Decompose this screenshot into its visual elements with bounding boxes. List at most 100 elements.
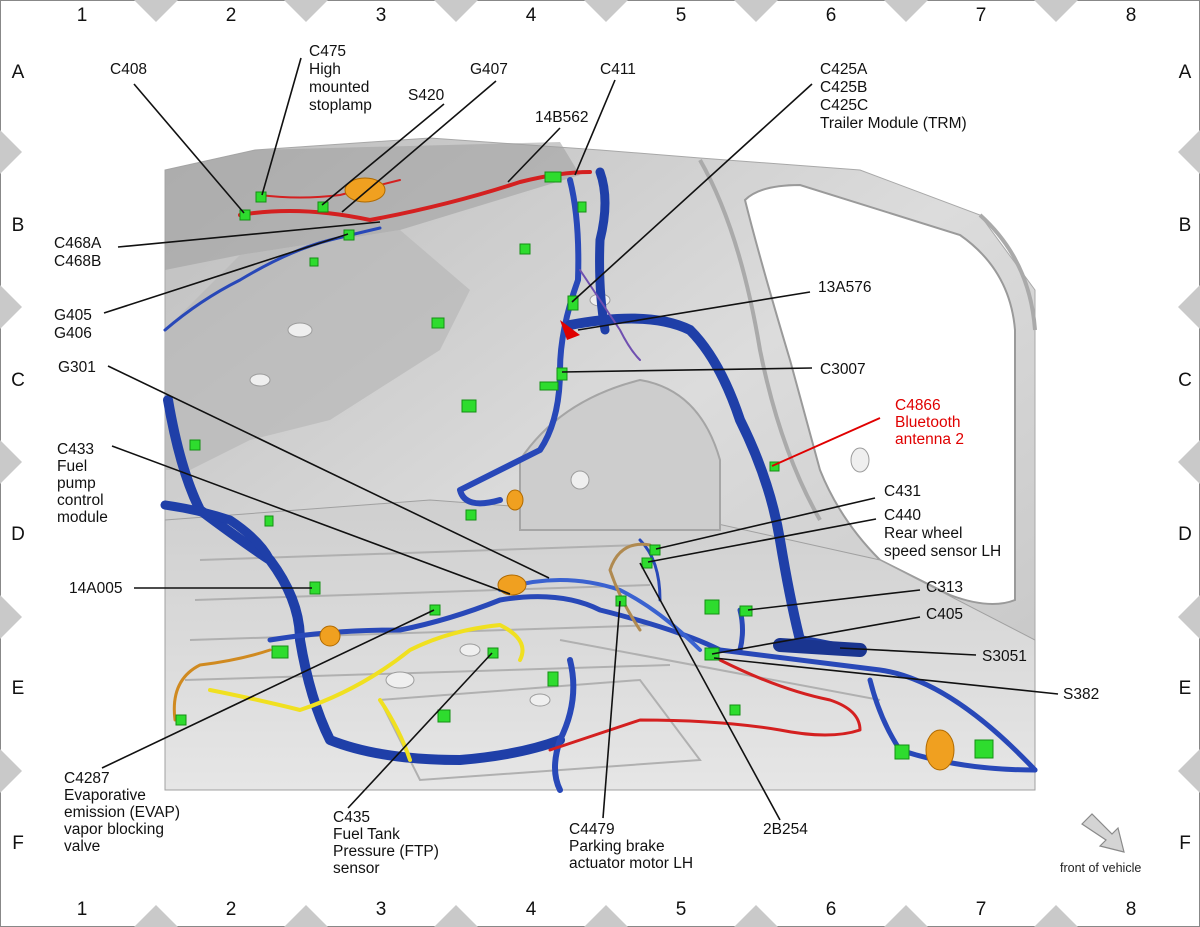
label-c4287-code: C4287 xyxy=(64,770,110,787)
label-14b562: 14B562 xyxy=(535,109,588,126)
label-c4479-line2: Parking brake xyxy=(569,838,665,855)
leader-s382 xyxy=(713,657,1059,695)
row-label-left-D: D xyxy=(11,524,25,545)
grid-marker-top-2 xyxy=(434,0,478,22)
leader-lines xyxy=(101,57,1059,821)
harness-purple xyxy=(579,269,641,361)
label-c475-line4: stoplamp xyxy=(309,97,372,114)
label-c4866-code: C4866 xyxy=(895,397,941,414)
label-13a576: 13A576 xyxy=(818,279,871,296)
harness-red-floor xyxy=(548,658,862,752)
leader-c408 xyxy=(133,83,245,214)
harness-14a005-branch xyxy=(160,500,275,565)
harness-evap xyxy=(208,623,525,712)
row-label-left-C: C xyxy=(11,370,25,391)
label-2b254: 2B254 xyxy=(763,821,808,838)
harness-2b254 xyxy=(608,542,652,632)
col-label-top-8: 8 xyxy=(1126,5,1137,26)
label-c475-line3: mounted xyxy=(309,79,369,96)
label-c433-code: C433 xyxy=(57,441,94,458)
grid-marker-left-1 xyxy=(0,285,22,329)
label-c425a: C425A xyxy=(820,61,868,78)
label-c433-line2: Fuel xyxy=(57,458,87,475)
label-c4287-line4: vapor blocking xyxy=(64,821,164,838)
leader-c435 xyxy=(347,652,493,809)
ground-g301 xyxy=(506,489,524,511)
connector-c411 xyxy=(544,171,562,183)
connector-mid-upper xyxy=(519,243,531,255)
grid-marker-top-0 xyxy=(134,0,178,22)
label-c3007: C3007 xyxy=(820,361,866,378)
leader-c468 xyxy=(117,221,381,248)
leader-c4866 xyxy=(771,417,881,467)
harness-13a576 xyxy=(565,313,855,655)
row-label-left-F: F xyxy=(12,833,24,854)
label-c433-line3: pump xyxy=(57,475,96,492)
label-s3051: S3051 xyxy=(982,648,1027,665)
harness-evap-branch xyxy=(378,698,412,762)
row-label-left-A: A xyxy=(12,62,25,83)
col-label-bottom-5: 5 xyxy=(676,899,687,920)
connector-orange-end xyxy=(175,714,187,726)
label-c440-line2: Rear wheel xyxy=(884,525,962,542)
label-c4479-line3: actuator motor LH xyxy=(569,855,693,872)
grid-marker-top-6 xyxy=(1034,0,1078,22)
col-label-top-7: 7 xyxy=(976,5,987,26)
callout-labels: C408 C475 High mounted stoplamp S420 G40… xyxy=(54,43,1099,877)
connector-c313-b xyxy=(704,599,720,615)
leader-c4287 xyxy=(101,609,435,769)
harness-stoplamp xyxy=(259,179,401,199)
col-label-top-5: 5 xyxy=(676,5,687,26)
connector-c431 xyxy=(649,544,661,556)
arrow-13a576-icon xyxy=(560,320,580,340)
row-label-right-B: B xyxy=(1179,215,1192,236)
label-c411: C411 xyxy=(600,61,636,78)
front-of-vehicle-label: front of vehicle xyxy=(1060,861,1141,875)
label-c4287-line5: valve xyxy=(64,838,100,855)
leader-c433 xyxy=(111,445,511,595)
leader-c411 xyxy=(574,79,616,176)
leader-2b254 xyxy=(639,562,781,821)
grid-marker-left-3 xyxy=(0,595,22,639)
connector-roof xyxy=(577,201,587,213)
grid-marker-bottom-4 xyxy=(734,905,778,927)
grid-marker-bottom-6 xyxy=(1034,905,1078,927)
label-c435-line3: Pressure (FTP) xyxy=(333,843,439,860)
leader-14b562 xyxy=(507,127,561,183)
front-of-vehicle-indicator: front of vehicle xyxy=(1060,813,1141,875)
connector-right-a xyxy=(894,744,910,760)
label-c408: C408 xyxy=(110,61,147,78)
connector-c3007-b xyxy=(461,399,477,413)
harness-c3007 xyxy=(457,177,582,507)
label-s382: S382 xyxy=(1063,686,1099,703)
leader-c475 xyxy=(261,57,302,196)
harness-s3051-bundle xyxy=(773,638,867,657)
grid-marker-bottom-3 xyxy=(584,905,628,927)
connector-c425 xyxy=(567,295,579,311)
label-14a005: 14A005 xyxy=(69,580,122,597)
col-label-bottom-3: 3 xyxy=(376,899,387,920)
leader-g407 xyxy=(341,80,497,213)
grid-marker-left-0 xyxy=(0,130,22,174)
label-c425-desc: Trailer Module (TRM) xyxy=(820,115,967,132)
grid-marker-top-5 xyxy=(884,0,928,22)
connector-c4479 xyxy=(615,595,627,607)
row-label-right-E: E xyxy=(1179,678,1192,699)
grid-marker-right-1 xyxy=(1178,285,1200,329)
col-label-top-4: 4 xyxy=(526,5,537,26)
vehicle-body-illustration xyxy=(164,137,1037,791)
label-g407: G407 xyxy=(470,61,508,78)
grid-marker-top-4 xyxy=(734,0,778,22)
label-c425b: C425B xyxy=(820,79,867,96)
col-label-top-3: 3 xyxy=(376,5,387,26)
connector-right-b xyxy=(974,739,994,759)
harness-orange-left xyxy=(172,648,272,722)
label-c433-line4: control xyxy=(57,492,104,509)
col-label-bottom-8: 8 xyxy=(1126,899,1137,920)
label-g301: G301 xyxy=(58,359,96,376)
leader-c4479 xyxy=(602,600,621,819)
leader-s3051 xyxy=(839,647,977,656)
connector-c440 xyxy=(641,557,653,569)
leader-13a576 xyxy=(577,291,811,331)
